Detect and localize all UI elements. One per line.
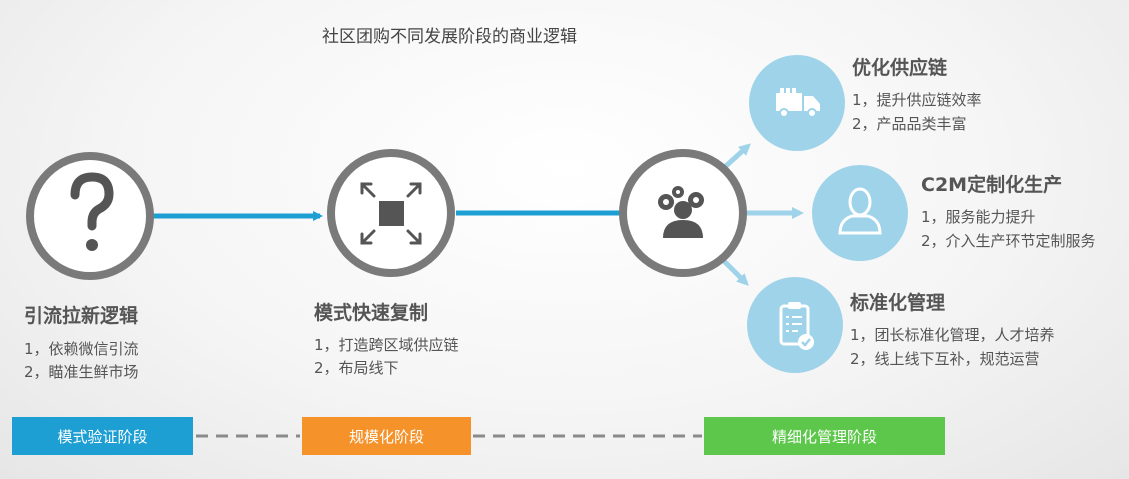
- phase-2-point-1: 1，打造跨区域供应链: [314, 336, 459, 354]
- outcome-3-point-2: 2，线上线下互补，规范运营: [850, 350, 1040, 368]
- stage-box-scaling: 规模化阶段: [302, 417, 471, 455]
- outcome-2-point-2: 2，介入生产环节定制服务: [921, 232, 1096, 250]
- outcome-3-heading: 标准化管理: [850, 292, 946, 314]
- outcome-1-point-2: 2，产品品类丰富: [852, 115, 967, 133]
- stage-label-scaling: 规模化阶段: [348, 427, 424, 446]
- phase-circle-2: [327, 149, 455, 277]
- stage-box-validation: 模式验证阶段: [12, 417, 193, 455]
- outcome-2-heading: C2M定制化生产: [921, 174, 1063, 196]
- stage-label-validation: 模式验证阶段: [57, 427, 148, 446]
- phase-1-point-2: 2，瞄准生鲜市场: [24, 363, 139, 381]
- phase-2-heading: 模式快速复制: [314, 302, 429, 324]
- outcome-bubble-3: [747, 277, 843, 373]
- phase-circle-1: [26, 152, 154, 280]
- question-mark-icon: [70, 172, 114, 251]
- gears-person-icon: [658, 186, 704, 238]
- page-title: 社区团购不同发展阶段的商业逻辑: [322, 27, 577, 47]
- phase-1-point-1: 1，依赖微信引流: [24, 340, 139, 358]
- outcome-2-point-1: 1，服务能力提升: [921, 208, 1036, 226]
- outcome-3-point-1: 1，团长标准化管理，人才培养: [850, 326, 1055, 344]
- phase-2-point-2: 2，布局线下: [314, 359, 399, 377]
- phase-1-heading: 引流拉新逻辑: [24, 305, 139, 327]
- expand-arrows-icon: [360, 182, 422, 245]
- outcome-bubble-1: [749, 55, 845, 151]
- user-icon: [838, 187, 882, 235]
- stage-label-refined: 精细化管理阶段: [771, 427, 877, 446]
- outcome-1-point-1: 1，提升供应链效率: [852, 91, 982, 109]
- phase-circle-3: [619, 149, 747, 277]
- truck-icon: [776, 88, 820, 118]
- outcome-bubble-2: [812, 165, 908, 261]
- clipboard-check-icon: [779, 302, 814, 350]
- outcome-1-heading: 优化供应链: [852, 57, 948, 79]
- stage-box-refined: 精细化管理阶段: [704, 417, 945, 455]
